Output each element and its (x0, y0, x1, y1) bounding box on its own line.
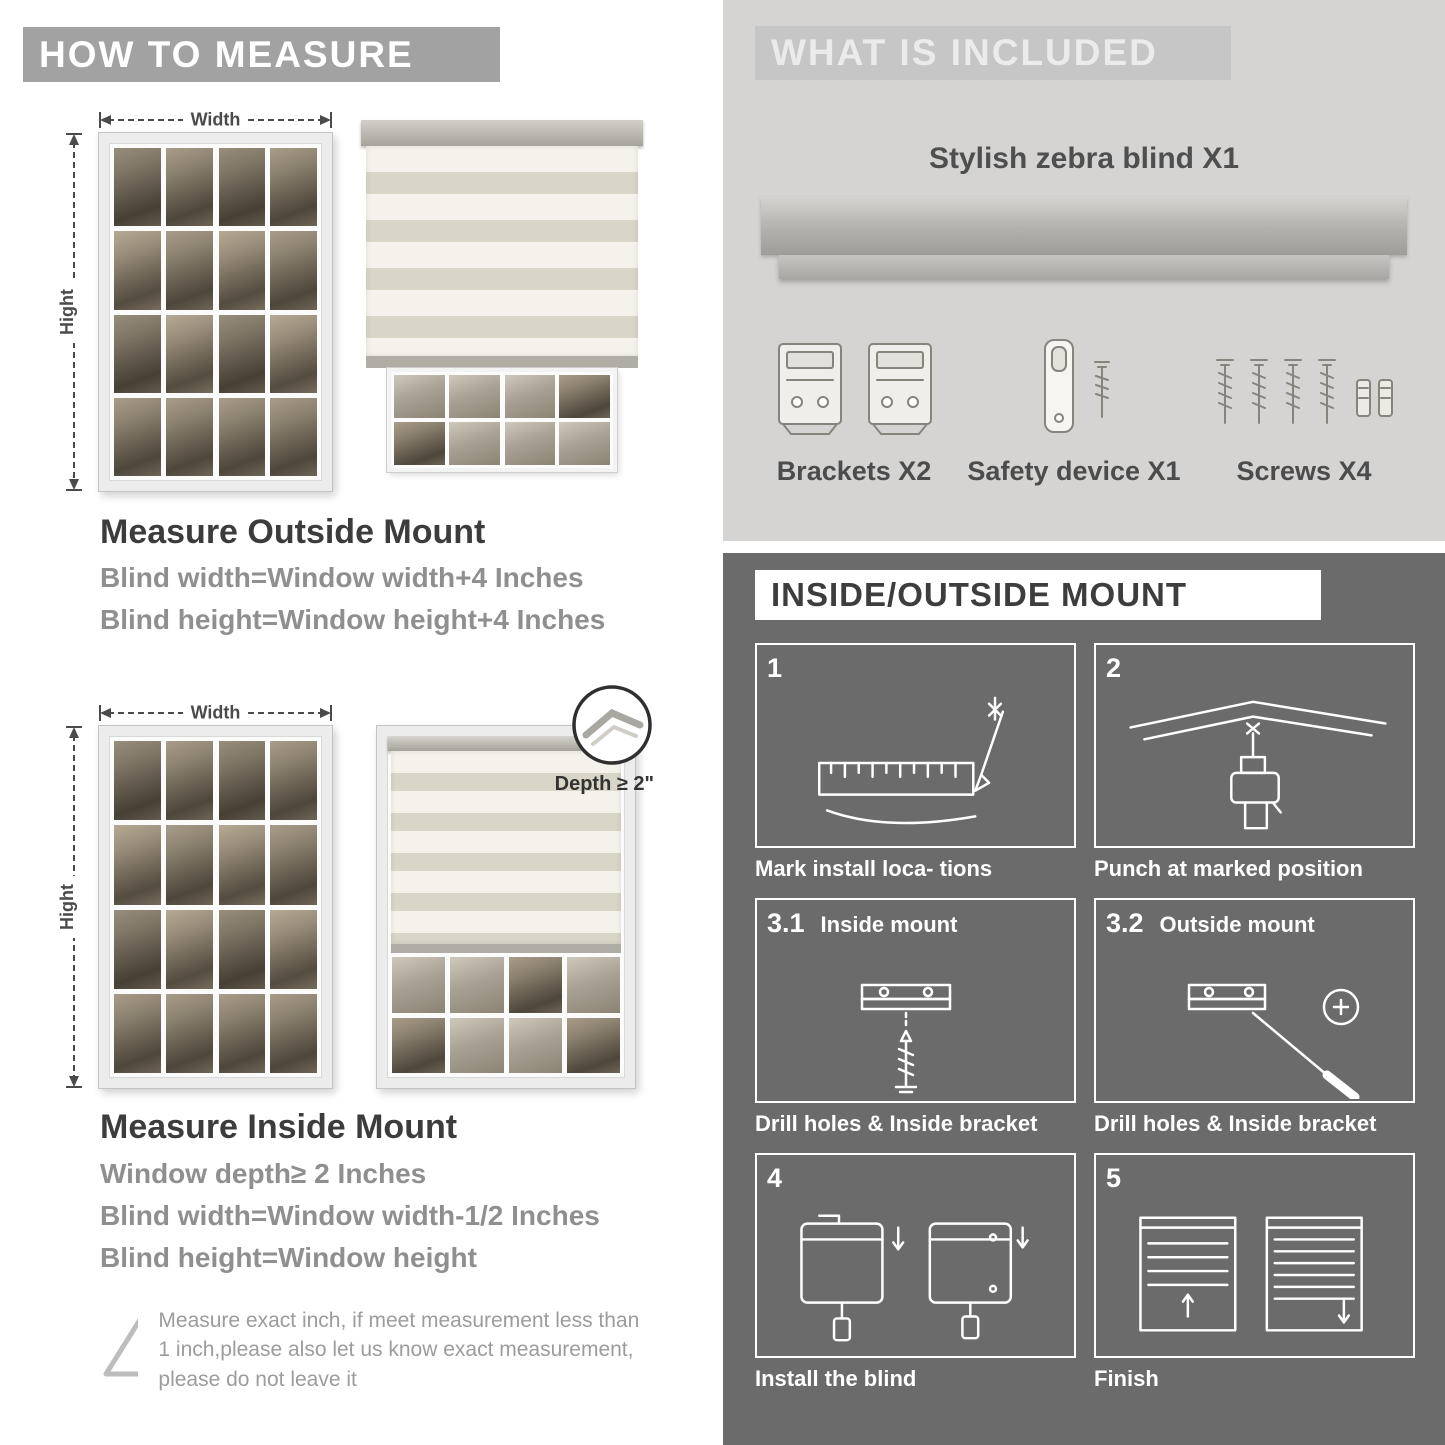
step-number: 4 (767, 1163, 783, 1193)
inside-mount-title: Measure Inside Mount (100, 1108, 458, 1146)
finish-illustration (1138, 1216, 1363, 1332)
height-label: Hight (57, 281, 78, 343)
step-number: 3.2 (1106, 908, 1144, 938)
install-blind-illustration (799, 1214, 1029, 1342)
warning-triangle-icon (103, 1317, 139, 1377)
depth-zoom-callout (570, 683, 654, 767)
outside-height-formula: Blind height=Window height+4 Inches (100, 604, 606, 635)
step-panel-3-1: 3.1 Inside mount Dril (755, 898, 1076, 1137)
inside-width-formula: Blind width=Window width-1/2 Inches (100, 1200, 600, 1231)
depth-requirement-label: Depth ≥ 2" (554, 773, 654, 795)
blind-stripes (366, 146, 638, 356)
outside-width-formula: Blind width=Window width+4 Inches (100, 562, 584, 593)
blind-headrail-illustration (761, 197, 1407, 255)
step-caption: Mark install loca- tions (755, 856, 993, 881)
step-panel-3-2: 3.2 Outside mount Drill holes & I (1094, 898, 1415, 1137)
inside-depth-rule: Window depth≥ 2 Inches (100, 1158, 427, 1189)
what-is-included-panel: WHAT IS INCLUDED Stylish zebra blind X1 (723, 0, 1445, 541)
depth-magnifier-icon (572, 685, 652, 765)
included-item-screws: Screws X4 (1199, 322, 1409, 487)
step-number: 2 (1106, 653, 1122, 683)
step-label: Outside mount (1159, 912, 1315, 937)
window-below-blind (386, 367, 618, 473)
step-caption: Install the blind (755, 1366, 917, 1391)
height-arrow: Hight (57, 725, 84, 1089)
blind-headrail-lip (779, 255, 1389, 279)
measure-warning: Measure exact inch, if meet measurement … (100, 1302, 645, 1394)
safety-device-icon (1043, 339, 1110, 433)
window-sash (114, 741, 213, 1073)
zebra-blind-outside-illustration (361, 120, 643, 473)
warning-note-text: Measure exact inch, if meet measurement … (158, 1309, 640, 1391)
brackets-icon (778, 343, 932, 435)
screws-icon (1215, 359, 1393, 424)
height-label: Hight (57, 876, 78, 938)
screws-label: Screws X4 (1236, 456, 1372, 486)
step-panel-2: 2 Punch at marked position (1094, 643, 1415, 882)
outside-mount-title: Measure Outside Mount (100, 513, 486, 551)
mount-instructions-header: INSIDE/OUTSIDE MOUNT (755, 570, 1321, 620)
step-caption: Drill holes & Inside bracket (1094, 1111, 1377, 1136)
window-sash (114, 148, 213, 476)
what-is-included-header: WHAT IS INCLUDED (755, 26, 1231, 80)
included-items-row: Brackets X2 Safety device X1 (759, 322, 1409, 487)
step-number: 5 (1106, 1163, 1122, 1193)
width-arrow: Width (98, 109, 333, 131)
blind-headrail (388, 737, 624, 751)
safety-device-label: Safety device X1 (967, 456, 1181, 486)
step-label: Inside mount (820, 912, 958, 937)
blind-bottomrail (366, 356, 638, 368)
step-number: 3.1 (767, 908, 805, 938)
window-illustration (98, 132, 333, 492)
included-item-brackets: Brackets X2 (759, 322, 949, 487)
inside-mount-figure: Width Hight (57, 685, 718, 1107)
horizontal-measure-arrow-icon (99, 705, 332, 721)
step-panel-5: 5 Finish (1094, 1153, 1415, 1392)
mount-instructions-panel: INSIDE/OUTSIDE MOUNT 1 (723, 553, 1445, 1445)
inside-height-formula: Blind height=Window height (100, 1242, 477, 1273)
horizontal-measure-arrow-icon (99, 112, 332, 128)
width-label: Width (182, 702, 249, 724)
window-illustration (98, 725, 333, 1089)
blind-bottomrail (391, 944, 621, 953)
window-sash (218, 741, 317, 1073)
product-name-label: Stylish zebra blind X1 (928, 142, 1240, 175)
step-panel-4: 4 (755, 1153, 1076, 1392)
how-to-measure-header: HOW TO MEASURE (23, 27, 500, 82)
outside-bracket-illustration (1187, 983, 1359, 1099)
window-sash (218, 148, 317, 476)
blind-stripes (391, 751, 621, 944)
drill-illustration (1128, 700, 1387, 830)
mark-location-illustration (817, 696, 1004, 825)
inside-bracket-illustration (860, 983, 951, 1094)
window-panes-below-blind (388, 953, 624, 1077)
step-caption: Drill holes & Inside bracket (755, 1111, 1038, 1136)
height-arrow: Hight (57, 132, 84, 492)
brackets-label: Brackets X2 (776, 456, 932, 486)
step-panel-1: 1 Mark install loca- tions (755, 643, 1076, 882)
blind-headrail (361, 120, 643, 146)
outside-mount-figure: Width Hight (57, 102, 698, 502)
step-caption: Punch at marked position (1094, 856, 1363, 881)
step-number: 1 (767, 653, 783, 683)
width-arrow: Width (98, 702, 333, 724)
mount-steps-grid: 1 Mark install loca- tions (755, 643, 1415, 1392)
included-item-safety-device: Safety device X1 (967, 322, 1181, 487)
width-label: Width (182, 109, 249, 131)
step-caption: Finish (1094, 1366, 1159, 1391)
inside-mount-window-illustration (376, 725, 636, 1089)
